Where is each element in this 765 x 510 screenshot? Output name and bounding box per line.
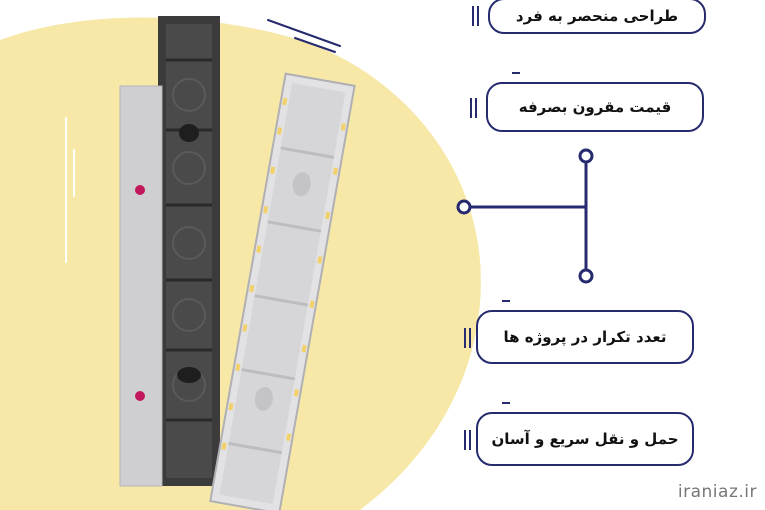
feature-bars-icon [470, 98, 480, 118]
feature-affordable-price: قیمت مقرون بصرفه [486, 82, 704, 132]
light-panel [119, 85, 163, 487]
dark-panel [158, 16, 220, 486]
feature-bars-icon [464, 430, 474, 450]
feature-label: طراحی منحصر به فرد [515, 7, 679, 25]
feature-bars-icon [464, 328, 474, 348]
tick-mark [502, 300, 510, 302]
tilted-panel [209, 72, 356, 510]
feature-label: حمل و نقل سریع و آسان [491, 430, 679, 448]
tick-mark [512, 72, 520, 74]
feature-label: تعدد تکرار در پروژه ها [503, 328, 667, 346]
tick-mark [502, 402, 510, 404]
watermark-text: iraniaz.ir [677, 482, 757, 502]
feature-unique-design: طراحی منحصر به فرد [488, 0, 706, 34]
feature-reusable: تعدد تکرار در پروژه ها [476, 310, 694, 364]
feature-bars-icon [472, 6, 482, 26]
feature-label: قیمت مقرون بصرفه [518, 98, 672, 116]
feature-easy-transport: حمل و نقل سریع و آسان [476, 412, 694, 466]
